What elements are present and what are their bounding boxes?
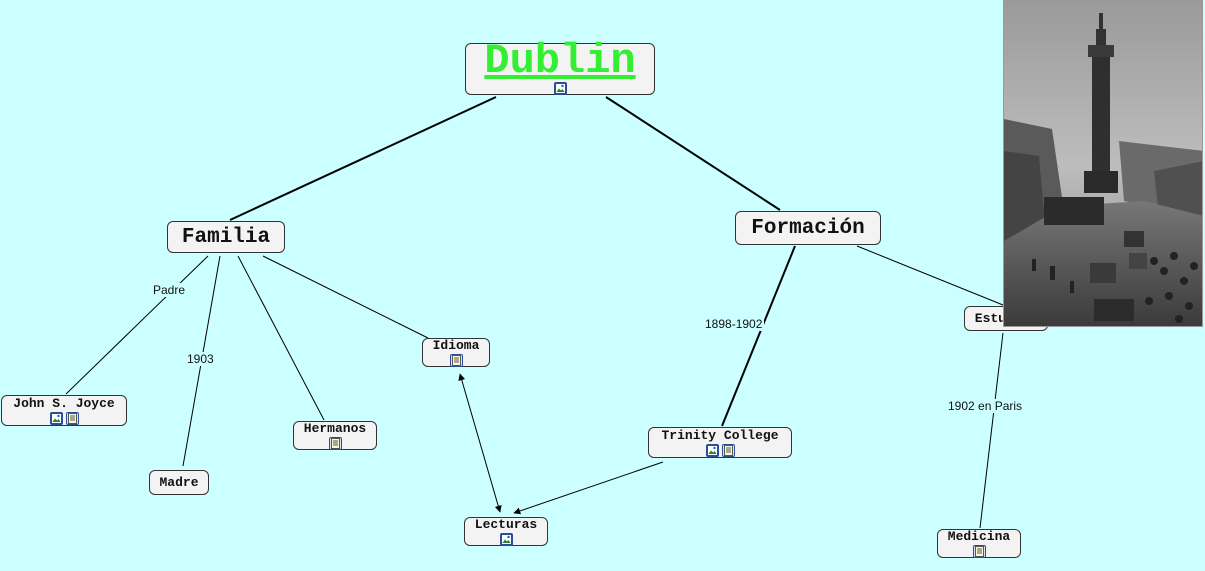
image-icon[interactable] [499, 532, 513, 546]
document-icon[interactable] [449, 353, 463, 367]
edge-dublin-formacion [605, 96, 781, 211]
edge-estudios-medicina [979, 332, 1004, 529]
node-john-s-joyce-label: John S. Joyce [13, 395, 115, 411]
document-icon[interactable] [721, 443, 735, 457]
node-formacion-label: Formación [751, 216, 865, 240]
edge-idioma-lecturas [458, 373, 502, 513]
node-lecturas-label: Lecturas [474, 516, 538, 532]
node-idioma-label: Idioma [432, 337, 480, 353]
edge-familia-hermanos [237, 255, 325, 421]
image-icon[interactable] [553, 81, 567, 95]
node-idioma[interactable]: Idioma [422, 338, 490, 367]
image-icon[interactable] [705, 443, 719, 457]
edge-formacion-trinity [721, 245, 796, 427]
node-familia-label: Familia [181, 225, 271, 249]
node-dublin-label: Dublin [484, 36, 636, 85]
edge-familia-john [65, 255, 209, 395]
edge-familia-idioma [262, 255, 429, 339]
node-hermanos[interactable]: Hermanos [293, 421, 377, 450]
node-lecturas[interactable]: Lecturas [464, 517, 548, 546]
edge-label-1903: 1903 [185, 352, 216, 366]
node-madre-label: Madre [159, 475, 199, 490]
document-icon[interactable] [972, 544, 986, 558]
node-familia[interactable]: Familia [167, 221, 285, 253]
node-hermanos-label: Hermanos [303, 420, 367, 436]
node-trinity-college-label: Trinity College [661, 427, 779, 443]
node-formacion[interactable]: Formación [735, 211, 881, 245]
edge-label-1898-1902: 1898-1902 [703, 317, 765, 331]
node-medicina-label: Medicina [947, 528, 1011, 544]
dublin-street-photo[interactable] [1003, 0, 1203, 327]
edge-label-padre: Padre [151, 283, 188, 297]
edge-label-paris: 1902 en Paris [946, 399, 1025, 413]
document-icon[interactable] [328, 436, 342, 450]
image-icon[interactable] [49, 411, 63, 425]
node-madre[interactable]: Madre [149, 470, 209, 495]
edge-trinity-lecturas [513, 461, 664, 515]
edge-dublin-familia [229, 96, 497, 221]
document-icon[interactable] [65, 411, 79, 425]
node-dublin[interactable]: Dublin [465, 36, 655, 95]
node-medicina[interactable]: Medicina [937, 529, 1021, 558]
edge-formacion-estudios [856, 245, 1004, 306]
node-john-s-joyce[interactable]: John S. Joyce [1, 395, 127, 426]
nelsons-pillar-image [1004, 1, 1202, 326]
node-trinity-college[interactable]: Trinity College [648, 427, 792, 458]
